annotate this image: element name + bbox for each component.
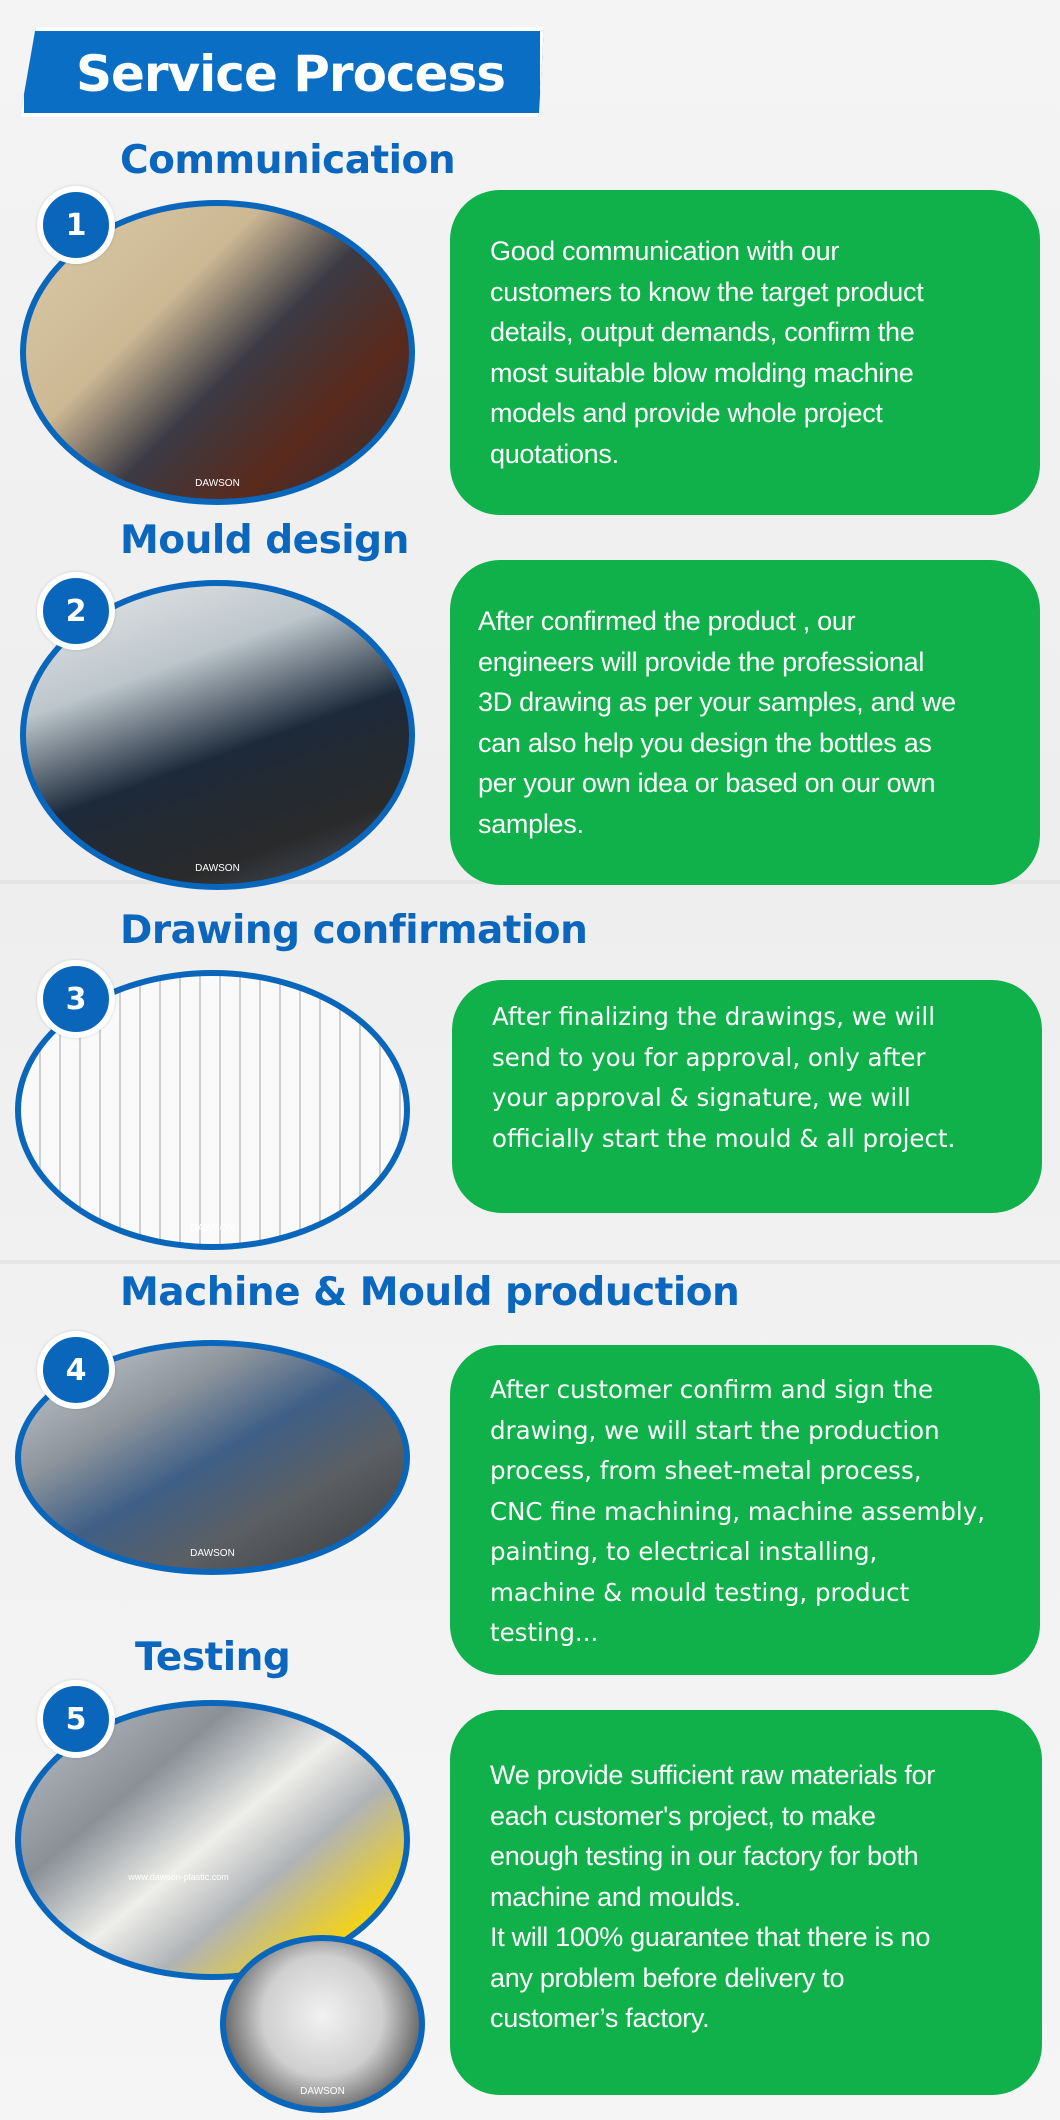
description-line: customer’s factory. <box>490 2003 710 2033</box>
description-line: After finalizing the drawings, we will <box>492 1002 935 1031</box>
description-line: can also help you design the bottles as <box>478 727 932 758</box>
description-line: CNC fine machining, machine assembly, <box>490 1496 986 1526</box>
description-line: per your own idea or based on our own <box>478 768 936 798</box>
description-box: We provide sufficient raw materials for e… <box>450 1710 1042 2095</box>
background-line <box>0 1260 1060 1264</box>
photo-watermark: DAWSON <box>190 1223 235 1234</box>
description-line: send to you for approval, only after <box>492 1042 926 1072</box>
step-number-badge: 5 <box>37 1680 115 1758</box>
description-line: details, output demands, confirm the <box>490 317 915 347</box>
description-box: Good communication with our customers to … <box>450 190 1040 515</box>
description-line: After confirmed the product , our <box>478 606 856 636</box>
section-heading: Mould design <box>120 518 409 563</box>
description-line: painting, to electrical installing, <box>490 1537 878 1566</box>
description-line: process, from sheet-metal process, <box>490 1456 922 1485</box>
description-line: any problem before delivery to <box>490 1962 845 1993</box>
step-number-badge: 2 <box>37 572 115 650</box>
description-line: 3D drawing as per your samples, and we <box>478 687 956 717</box>
description-line: engineers will provide the professional <box>478 646 925 677</box>
description-box: After finalizing the drawings, we will se… <box>452 980 1042 1213</box>
description-line: models and provide whole project <box>490 398 883 428</box>
section-heading: Communication <box>120 138 456 183</box>
photo-watermark: DAWSON <box>300 2086 345 2097</box>
description-line: customers to know the target product <box>490 276 924 307</box>
description-line: most suitable blow molding machine <box>490 357 914 388</box>
section-heading: Drawing confirmation <box>120 908 588 953</box>
page-title: Service Process <box>76 45 506 103</box>
description-line: drawing, we will start the production <box>490 1415 940 1445</box>
section-heading: Testing <box>135 1635 291 1680</box>
description-line: officially start the mould & all project… <box>492 1123 956 1153</box>
step-number-badge: 3 <box>37 960 115 1038</box>
section-heading: Machine & Mould production <box>120 1270 740 1315</box>
photo-watermark: www.dawson-plastic.com <box>128 1872 229 1883</box>
description-line: Good communication with our <box>490 236 840 266</box>
photo-watermark: DAWSON <box>195 478 240 489</box>
photo-watermark: DAWSON <box>190 1548 235 1559</box>
step-photo: www.dawson-plastic.com <box>15 1700 410 1980</box>
description-line: After customer confirm and sign the <box>490 1375 934 1404</box>
description-line: samples. <box>478 808 584 839</box>
description-line: each customer's project, to make <box>490 1800 876 1831</box>
description-line: your approval & signature, we will <box>492 1083 911 1112</box>
title-banner: Service Process <box>20 27 544 117</box>
description-line: testing... <box>490 1618 599 1647</box>
description-line: machine & mould testing, product <box>490 1577 910 1607</box>
description-box: After customer confirm and sign the drawi… <box>450 1345 1040 1675</box>
step-number-badge: 1 <box>37 186 115 264</box>
photo-watermark: DAWSON <box>195 863 240 874</box>
raw-materials-photo: DAWSON <box>220 1935 425 2113</box>
description-line: We provide sufficient raw materials for <box>490 1760 935 1790</box>
description-box: After confirmed the product , our enginee… <box>450 560 1040 885</box>
description-line: machine and moulds. <box>490 1881 741 1912</box>
description-line: enough testing in our factory for both <box>490 1841 919 1871</box>
description-line: It will 100% guarantee that there is no <box>490 1922 931 1952</box>
step-number-badge: 4 <box>37 1331 115 1409</box>
description-line: quotations. <box>490 438 619 469</box>
